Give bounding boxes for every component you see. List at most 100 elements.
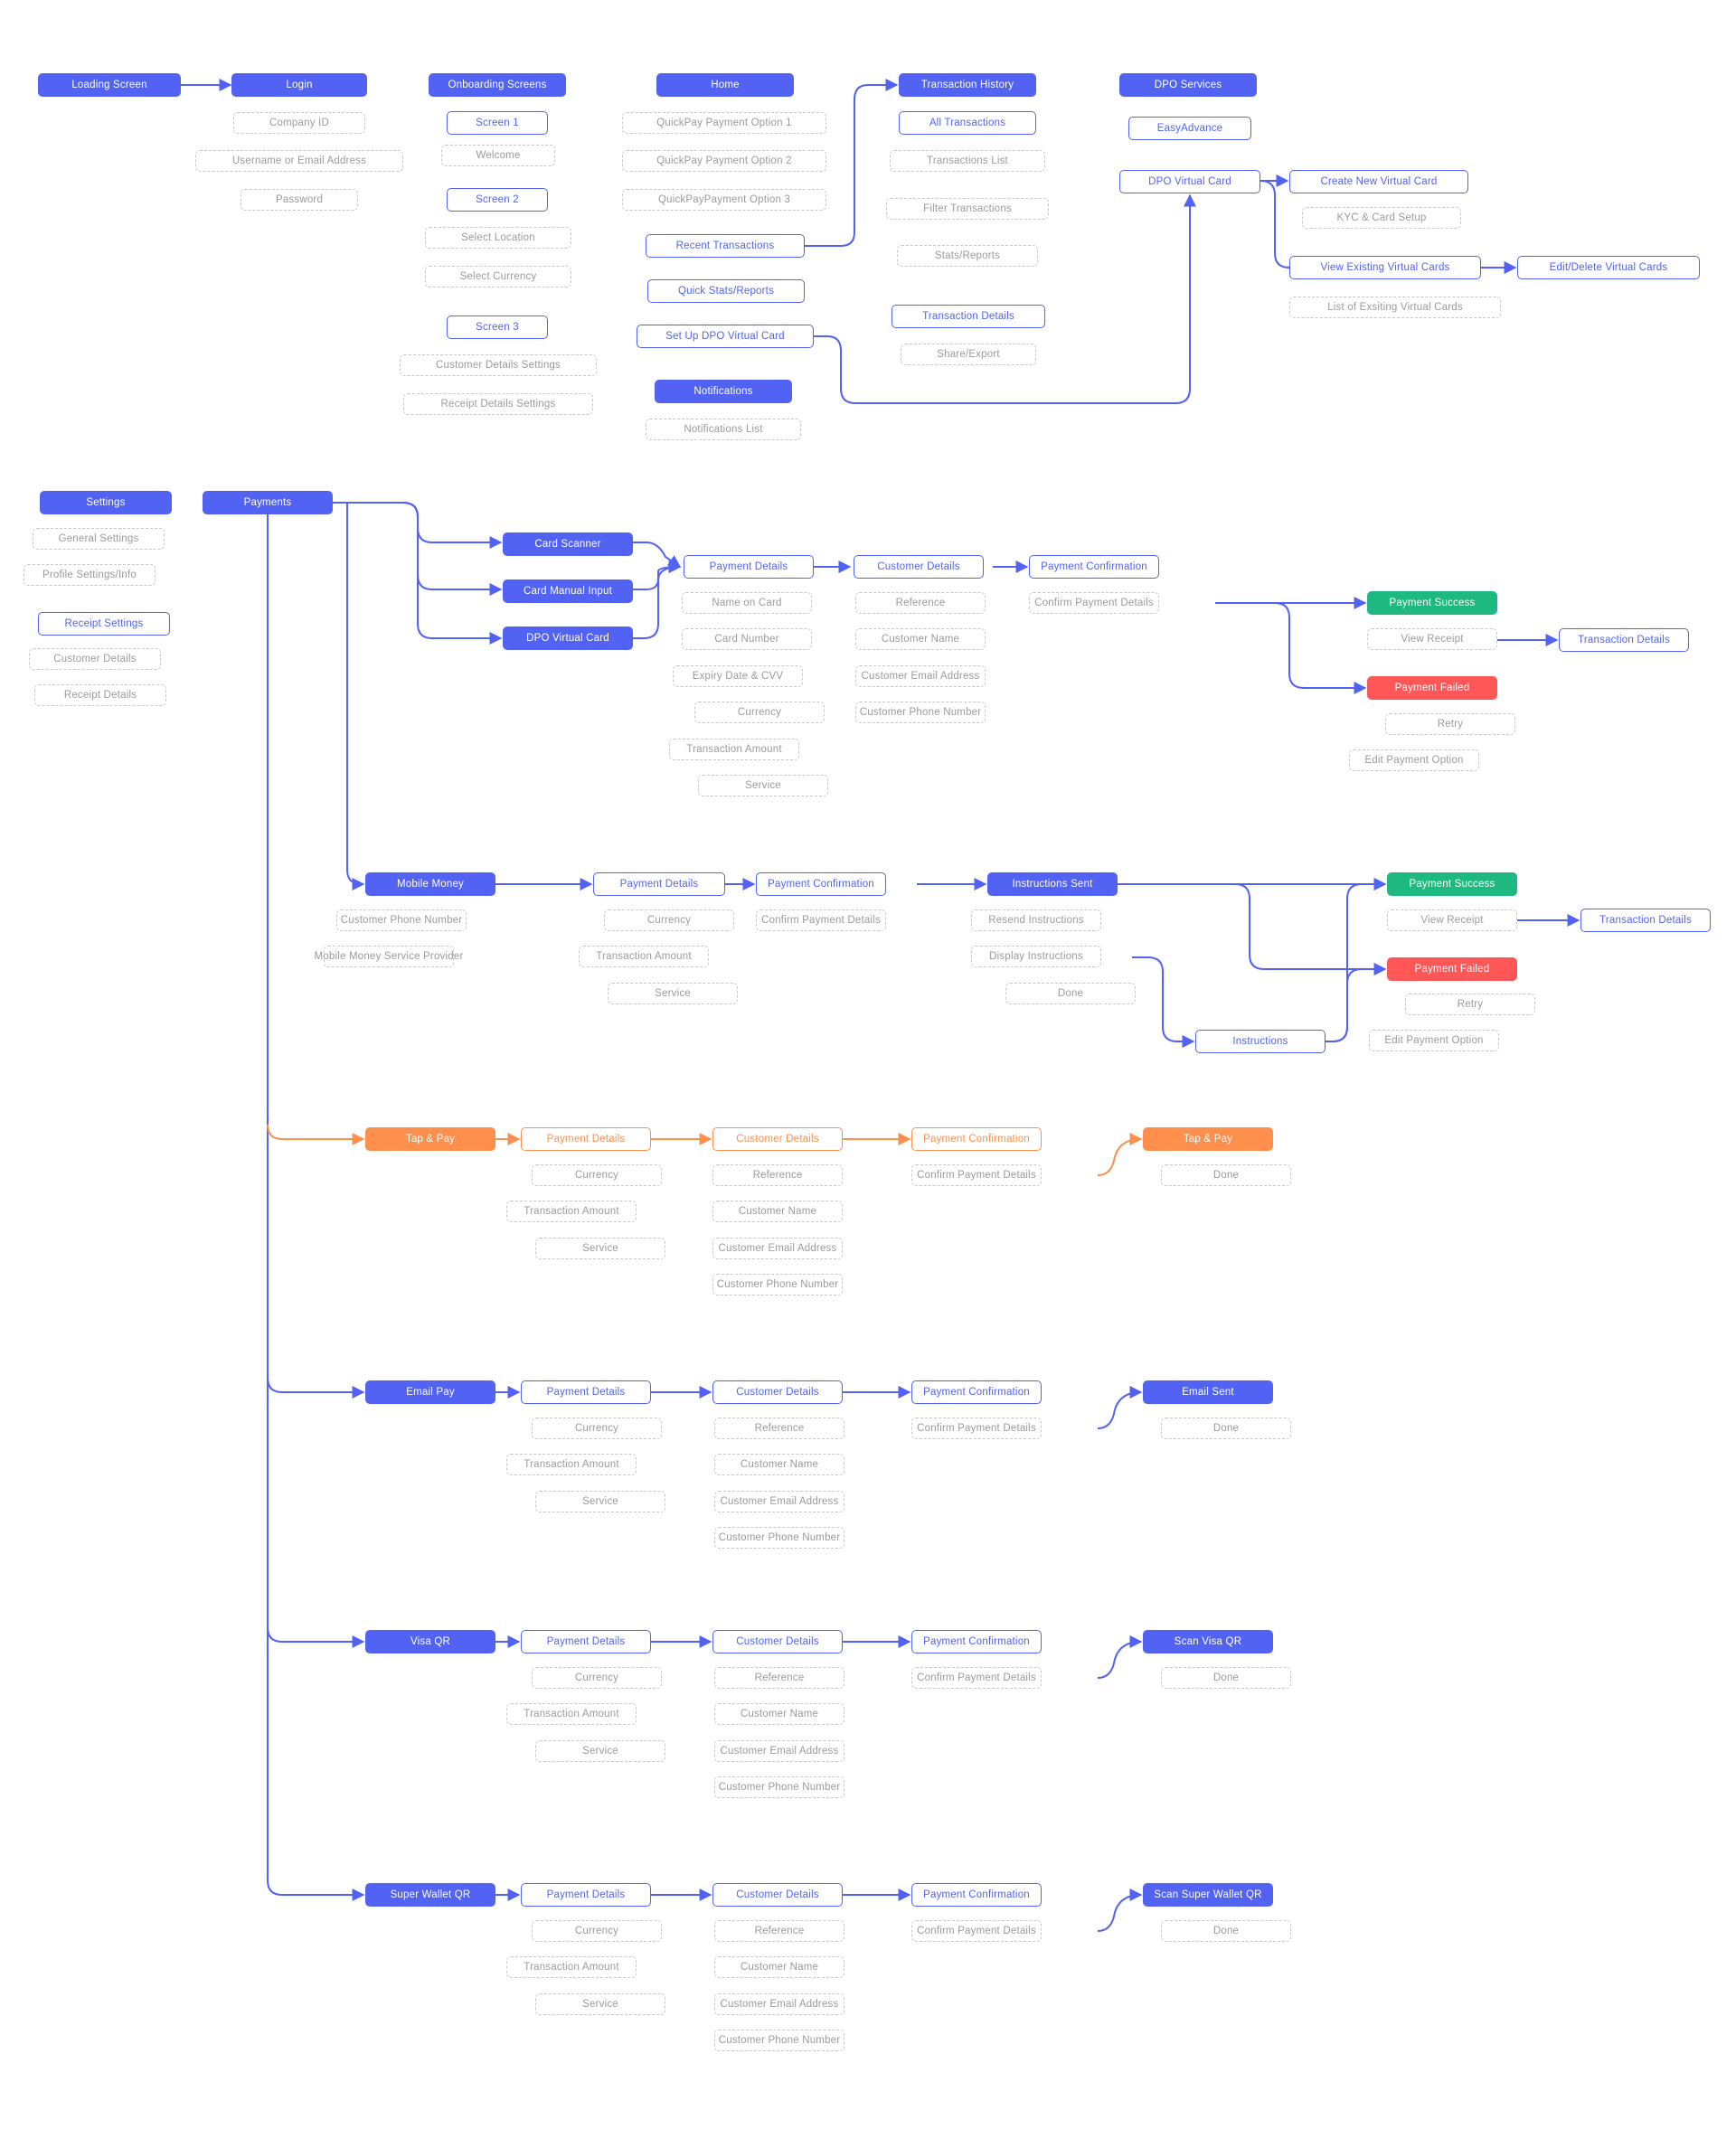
node-tap-customer-details[interactable]: Customer Details xyxy=(712,1127,843,1151)
node-scan-super-wallet-qr[interactable]: Scan Super Wallet QR xyxy=(1143,1883,1273,1907)
node-mm-confirm-details: Confirm Payment Details xyxy=(756,909,886,931)
node-recent-transactions[interactable]: Recent Transactions xyxy=(646,234,805,258)
node-card-service: Service xyxy=(698,775,828,796)
node-easy-advance[interactable]: EasyAdvance xyxy=(1128,117,1251,140)
node-settings[interactable]: Settings xyxy=(40,491,172,514)
node-tap-payment-details[interactable]: Payment Details xyxy=(521,1127,651,1151)
node-card-customer-name: Customer Name xyxy=(855,628,986,650)
edge-trunk-visa xyxy=(267,1626,365,1648)
node-card-currency: Currency xyxy=(694,702,825,723)
node-expiry-cvv: Expiry Date & CVV xyxy=(673,665,803,687)
node-super-wallet-qr[interactable]: Super Wallet QR xyxy=(365,1883,495,1907)
node-card-retry: Retry xyxy=(1385,713,1515,735)
node-tap-payment-confirmation[interactable]: Payment Confirmation xyxy=(911,1127,1042,1151)
node-kyc-card-setup: KYC & Card Setup xyxy=(1302,207,1461,229)
edge-sw-scan xyxy=(1097,1889,1143,1932)
edge-display-instructions xyxy=(1132,956,1195,1048)
node-visa-done: Done xyxy=(1161,1667,1291,1689)
node-sw-customer-email: Customer Email Address xyxy=(714,1993,844,2015)
node-card-transaction-details[interactable]: Transaction Details xyxy=(1559,628,1689,652)
node-mobile-money[interactable]: Mobile Money xyxy=(365,872,495,896)
node-quickpay-3: QuickPayPayment Option 3 xyxy=(622,189,826,211)
node-onboarding-screens[interactable]: Onboarding Screens xyxy=(429,73,566,97)
edge-trunk-tap xyxy=(267,1124,365,1145)
node-loading-screen[interactable]: Loading Screen xyxy=(38,73,181,97)
node-card-scanner[interactable]: Card Scanner xyxy=(503,532,633,556)
node-dpo-services[interactable]: DPO Services xyxy=(1119,73,1257,97)
node-mm-view-receipt: View Receipt xyxy=(1387,909,1517,931)
node-quickpay-2: QuickPay Payment Option 2 xyxy=(622,150,826,172)
node-visa-qr[interactable]: Visa QR xyxy=(365,1630,495,1653)
node-notifications[interactable]: Notifications xyxy=(655,380,792,403)
node-visa-customer-details[interactable]: Customer Details xyxy=(712,1630,843,1653)
node-view-virtual-cards[interactable]: View Existing Virtual Cards xyxy=(1289,256,1481,279)
node-mm-transaction-details[interactable]: Transaction Details xyxy=(1580,909,1711,932)
edge-trunk-email xyxy=(267,1377,365,1399)
edge-instructions-success xyxy=(1326,878,1387,1042)
node-tap-customer-phone: Customer Phone Number xyxy=(712,1274,843,1295)
edge-scanner-pd xyxy=(633,542,682,568)
node-card-manual-input[interactable]: Card Manual Input xyxy=(503,579,633,603)
node-transaction-details-history[interactable]: Transaction Details xyxy=(892,305,1045,328)
node-card-confirm-details: Confirm Payment Details xyxy=(1029,592,1159,614)
node-dpo-virtual-card[interactable]: DPO Virtual Card xyxy=(503,626,633,650)
edge-visa-scan xyxy=(1097,1635,1143,1679)
node-instructions-sent[interactable]: Instructions Sent xyxy=(987,872,1118,896)
node-tap-pay-final[interactable]: Tap & Pay xyxy=(1143,1127,1273,1151)
node-mm-payment-failed[interactable]: Payment Failed xyxy=(1387,957,1517,981)
node-card-customer-details[interactable]: Customer Details xyxy=(854,555,984,579)
node-sw-done: Done xyxy=(1161,1920,1291,1942)
node-email-customer-email: Customer Email Address xyxy=(714,1491,844,1512)
node-scan-visa-qr[interactable]: Scan Visa QR xyxy=(1143,1630,1273,1653)
node-card-payment-confirmation[interactable]: Payment Confirmation xyxy=(1029,555,1159,579)
node-email-service: Service xyxy=(535,1491,665,1512)
node-email-sent[interactable]: Email Sent xyxy=(1143,1380,1273,1404)
node-mm-payment-confirmation[interactable]: Payment Confirmation xyxy=(756,872,886,896)
node-dpo-virtual-card-top[interactable]: DPO Virtual Card xyxy=(1119,170,1260,193)
edge-virtual-pd xyxy=(633,561,682,639)
node-visa-payment-details[interactable]: Payment Details xyxy=(521,1630,651,1653)
node-card-payment-success[interactable]: Payment Success xyxy=(1367,591,1497,615)
node-setup-virtual-card[interactable]: Set Up DPO Virtual Card xyxy=(637,325,814,348)
node-all-transactions[interactable]: All Transactions xyxy=(899,111,1036,135)
node-username-email: Username or Email Address xyxy=(195,150,403,172)
node-payments[interactable]: Payments xyxy=(203,491,333,514)
node-share-export: Share/Export xyxy=(901,344,1036,365)
node-quickpay-1: QuickPay Payment Option 1 xyxy=(622,112,826,134)
node-visa-currency: Currency xyxy=(532,1667,662,1689)
node-edit-delete-cards[interactable]: Edit/Delete Virtual Cards xyxy=(1517,256,1700,279)
node-screen-2[interactable]: Screen 2 xyxy=(447,188,548,212)
node-visa-transaction-amount: Transaction Amount xyxy=(506,1703,637,1725)
node-tap-pay[interactable]: Tap & Pay xyxy=(365,1127,495,1151)
node-settings-receipt-details: Receipt Details xyxy=(34,684,166,706)
node-create-virtual-card[interactable]: Create New Virtual Card xyxy=(1289,170,1468,193)
node-resend-instructions: Resend Instructions xyxy=(971,909,1101,931)
node-sw-transaction-amount: Transaction Amount xyxy=(506,1956,637,1978)
node-quick-stats[interactable]: Quick Stats/Reports xyxy=(647,279,805,303)
node-login[interactable]: Login xyxy=(231,73,367,97)
node-email-customer-name: Customer Name xyxy=(714,1454,844,1475)
node-mm-retry: Retry xyxy=(1405,994,1535,1015)
node-email-payment-confirmation[interactable]: Payment Confirmation xyxy=(911,1380,1042,1404)
node-visa-reference: Reference xyxy=(714,1667,844,1689)
node-mm-payment-details[interactable]: Payment Details xyxy=(593,872,725,896)
node-instructions[interactable]: Instructions xyxy=(1195,1030,1326,1053)
node-screen-3[interactable]: Screen 3 xyxy=(447,316,548,339)
node-mm-service: Service xyxy=(608,983,738,1004)
node-sw-payment-confirmation[interactable]: Payment Confirmation xyxy=(911,1883,1042,1907)
node-home[interactable]: Home xyxy=(656,73,794,97)
node-email-payment-details[interactable]: Payment Details xyxy=(521,1380,651,1404)
node-receipt-settings[interactable]: Receipt Settings xyxy=(38,612,170,636)
node-card-reference: Reference xyxy=(855,592,986,614)
node-transaction-history[interactable]: Transaction History xyxy=(899,73,1036,97)
node-sw-customer-details[interactable]: Customer Details xyxy=(712,1883,843,1907)
node-visa-payment-confirmation[interactable]: Payment Confirmation xyxy=(911,1630,1042,1653)
node-card-payment-details[interactable]: Payment Details xyxy=(684,555,814,579)
node-card-payment-failed[interactable]: Payment Failed xyxy=(1367,676,1497,700)
node-sw-payment-details[interactable]: Payment Details xyxy=(521,1883,651,1907)
node-email-reference: Reference xyxy=(714,1418,844,1439)
node-email-customer-details[interactable]: Customer Details xyxy=(712,1380,843,1404)
node-mm-payment-success[interactable]: Payment Success xyxy=(1387,872,1517,896)
node-screen-1[interactable]: Screen 1 xyxy=(447,111,548,135)
node-email-pay[interactable]: Email Pay xyxy=(365,1380,495,1404)
